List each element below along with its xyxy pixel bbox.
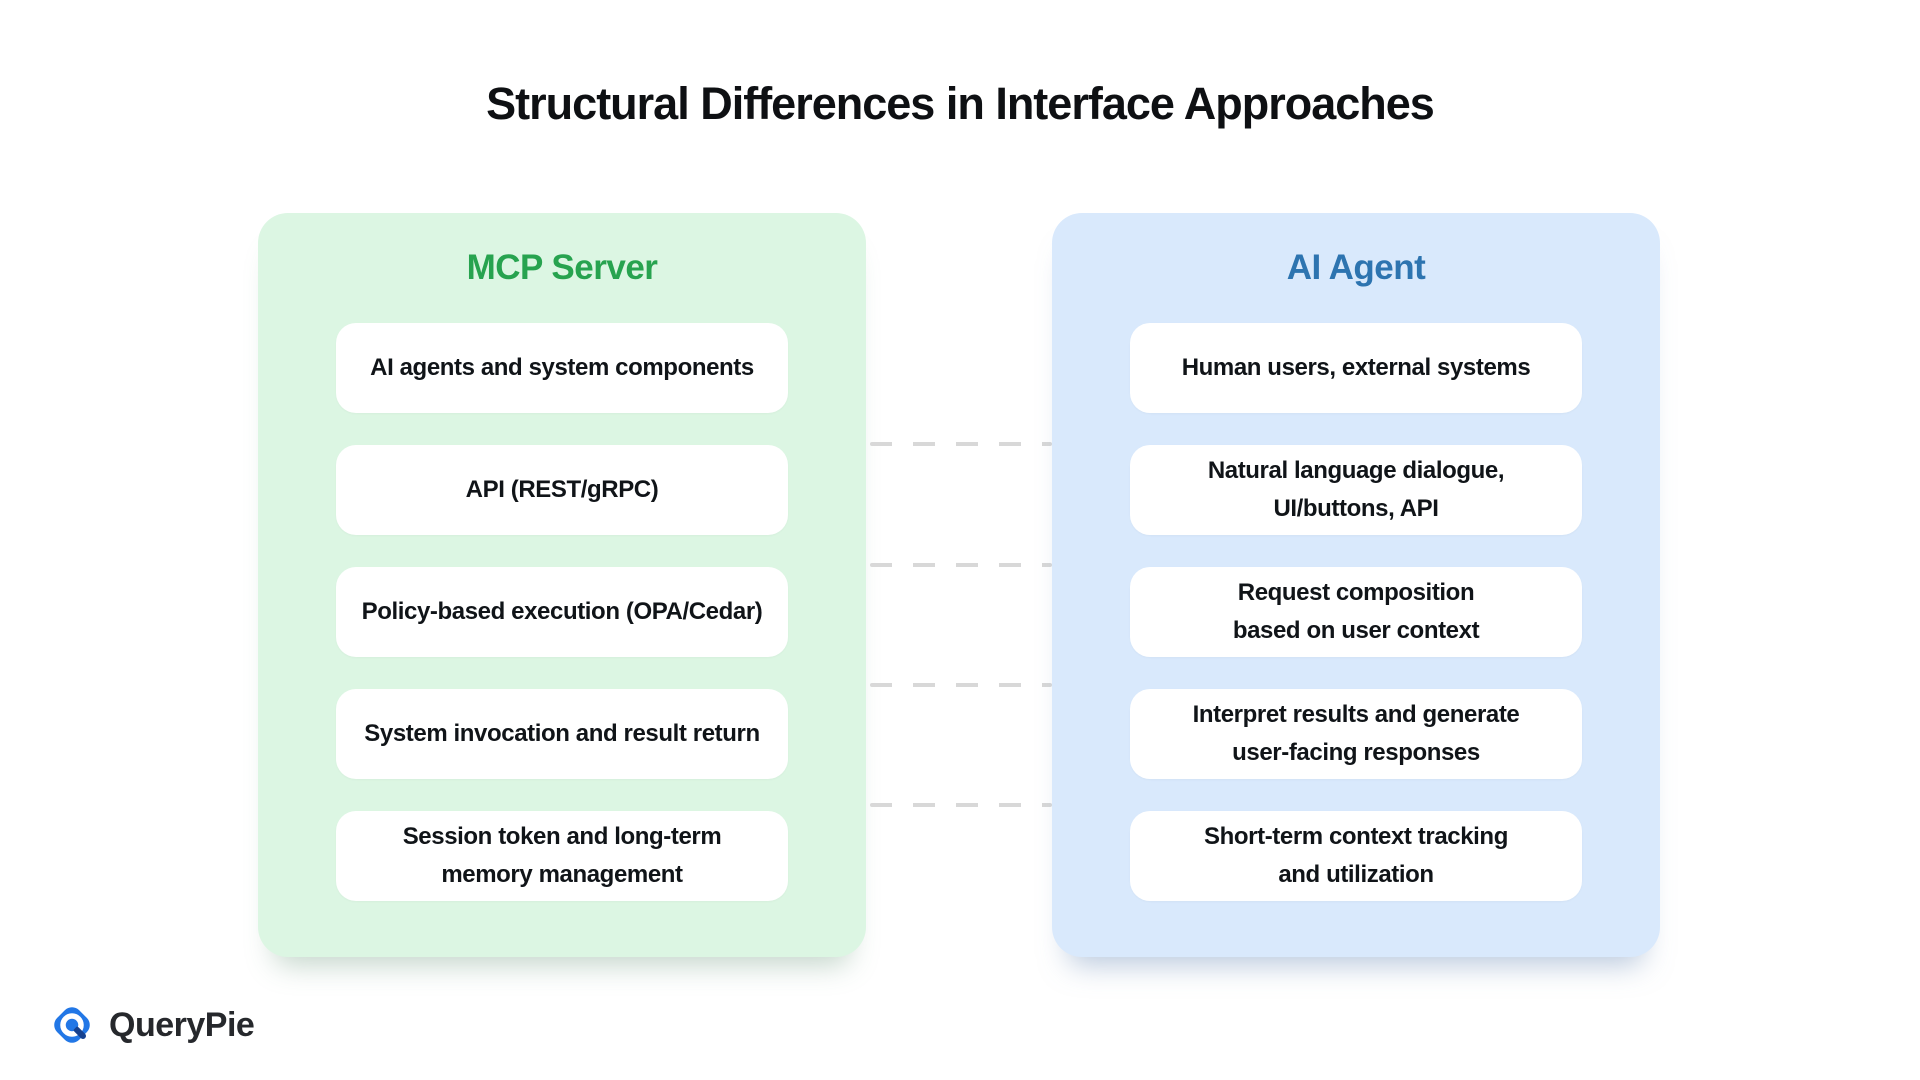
dashed-connector xyxy=(870,563,1052,567)
dashed-connector xyxy=(870,803,1052,807)
item-card: System invocation and result return xyxy=(336,689,788,779)
item-label: API (REST/gRPC) xyxy=(465,476,659,503)
item-card: Request composition based on user contex… xyxy=(1130,567,1582,657)
item-card: Interpret results and generate user-faci… xyxy=(1130,689,1582,779)
item-card: Session token and long-term memory manag… xyxy=(336,811,788,901)
dashed-connector xyxy=(870,683,1052,687)
item-card: API (REST/gRPC) xyxy=(336,445,788,535)
querypie-logo-icon xyxy=(48,1000,96,1050)
panel-mcp-server-title: MCP Server xyxy=(466,248,658,287)
brand-wordmark: QueryPie xyxy=(109,1005,255,1044)
dashed-connector xyxy=(870,442,1052,446)
panel-ai-agent: AI Agent Human users, external systems N… xyxy=(1052,213,1660,957)
item-label: Session token and long-term memory manag… xyxy=(402,823,722,888)
item-card: AI agents and system components xyxy=(336,323,788,413)
page-title: Structural Differences in Interface Appr… xyxy=(486,78,1435,129)
item-label: Short-term context tracking and utilizat… xyxy=(1204,823,1508,888)
panel-mcp-server: MCP Server AI agents and system componen… xyxy=(258,213,866,957)
item-label: Policy-based execution (OPA/Cedar) xyxy=(361,598,763,625)
item-label: System invocation and result return xyxy=(364,720,760,747)
item-label: AI agents and system components xyxy=(370,354,754,381)
item-card: Human users, external systems xyxy=(1130,323,1582,413)
item-card: Short-term context tracking and utilizat… xyxy=(1130,811,1582,901)
panel-ai-agent-title: AI Agent xyxy=(1286,248,1426,287)
item-label: Request composition based on user contex… xyxy=(1232,579,1480,644)
item-label: Interpret results and generate user-faci… xyxy=(1192,701,1520,766)
item-card: Policy-based execution (OPA/Cedar) xyxy=(336,567,788,657)
item-label: Natural language dialogue, UI/buttons, A… xyxy=(1207,457,1505,522)
footer-brand: QueryPie xyxy=(48,1000,255,1050)
item-label: Human users, external systems xyxy=(1181,354,1531,381)
item-card: Natural language dialogue, UI/buttons, A… xyxy=(1130,445,1582,535)
